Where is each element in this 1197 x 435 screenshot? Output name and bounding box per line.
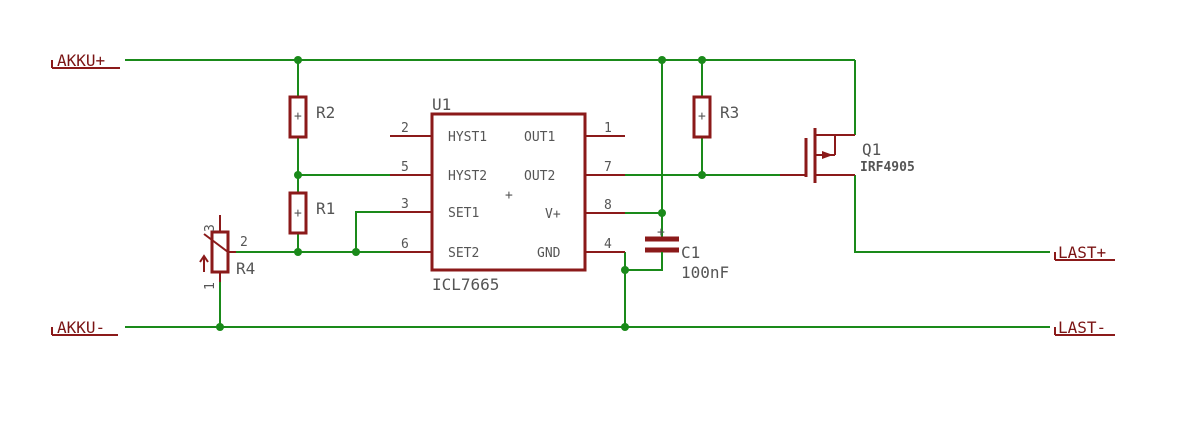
junction-dot bbox=[352, 248, 360, 256]
wire-q1-drain bbox=[854, 175, 1050, 253]
r4-pin-wiper: 2 bbox=[240, 235, 248, 250]
u1-pin-number: 8 bbox=[604, 198, 612, 213]
junctions bbox=[216, 56, 706, 331]
u1-pin-label: OUT2 bbox=[524, 169, 555, 184]
plus-mark: + bbox=[294, 109, 302, 124]
junction-dot bbox=[294, 171, 302, 179]
u1-pin-label: HYST1 bbox=[448, 130, 487, 145]
r1-body bbox=[288, 191, 308, 235]
junction-dot bbox=[621, 323, 629, 331]
r4-arrow-head bbox=[199, 254, 209, 263]
junction-dot bbox=[294, 56, 302, 64]
u1-pin-number: 1 bbox=[604, 121, 612, 136]
r3-label: R3 bbox=[720, 103, 739, 122]
wire-set1 bbox=[355, 211, 390, 252]
net-label-akku-minus: AKKU- bbox=[57, 318, 105, 337]
u1-pin-number: 7 bbox=[604, 160, 612, 175]
resistor-r1: + R1 bbox=[288, 191, 335, 235]
u1-pin-number: 4 bbox=[604, 237, 612, 252]
u1-pin-number: 6 bbox=[401, 237, 409, 252]
u1-value: ICL7665 bbox=[432, 275, 499, 294]
plus-mark: + bbox=[505, 188, 513, 203]
wires bbox=[125, 59, 1050, 328]
u1-pin-number: 3 bbox=[401, 197, 409, 212]
q1-arrow bbox=[822, 151, 833, 159]
ic-u1: U1 ICL7665 + 2 5 3 6 1 7 8 4 HYST1 HYST2… bbox=[390, 95, 625, 294]
net-label-last-minus: LAST- bbox=[1058, 318, 1106, 337]
u1-name: U1 bbox=[432, 95, 451, 114]
mosfet-q1: Q1 IRF4905 bbox=[780, 128, 915, 183]
u1-pin-label: HYST2 bbox=[448, 169, 487, 184]
q1-value: IRF4905 bbox=[860, 160, 915, 175]
junction-dot bbox=[621, 266, 629, 274]
u1-pin-label: V+ bbox=[545, 207, 561, 222]
u1-pin-label: SET2 bbox=[448, 246, 479, 261]
r4-pin-bottom: 1 bbox=[203, 282, 218, 290]
plus-mark: + bbox=[657, 225, 665, 240]
resistor-r2: + R2 bbox=[288, 95, 335, 139]
junction-dot bbox=[216, 323, 224, 331]
r3-body bbox=[692, 95, 712, 139]
r1-label: R1 bbox=[316, 199, 335, 218]
plus-mark: + bbox=[698, 109, 706, 124]
net-label-akku-plus: AKKU+ bbox=[57, 51, 105, 70]
junction-dot bbox=[698, 171, 706, 179]
plus-mark: + bbox=[294, 206, 302, 221]
r4-pin-top: 3 bbox=[203, 224, 218, 232]
r4-wiper bbox=[203, 233, 236, 253]
resistor-r3: + R3 bbox=[692, 95, 739, 139]
c1-value: 100nF bbox=[681, 263, 729, 282]
junction-dot bbox=[658, 56, 666, 64]
junction-dot bbox=[698, 56, 706, 64]
q1-name: Q1 bbox=[862, 140, 881, 159]
r4-body bbox=[210, 230, 230, 274]
junction-dot bbox=[294, 248, 302, 256]
r4-label: R4 bbox=[236, 259, 255, 278]
c1-name: C1 bbox=[681, 243, 700, 262]
net-labels: AKKU+ AKKU- LAST+ LAST- bbox=[51, 51, 1115, 337]
net-label-last-plus: LAST+ bbox=[1058, 243, 1106, 262]
u1-body bbox=[430, 112, 587, 272]
u1-pin-label: GND bbox=[537, 246, 561, 261]
u1-pin-number: 2 bbox=[401, 121, 409, 136]
potentiometer-r4: 3 2 1 R4 bbox=[199, 215, 255, 290]
r2-label: R2 bbox=[316, 103, 335, 122]
u1-pin-label: SET1 bbox=[448, 206, 479, 221]
capacitor-c1: + C1 100nF bbox=[645, 213, 729, 282]
wire-c1-bottom bbox=[625, 255, 663, 271]
u1-pin-number: 5 bbox=[401, 160, 409, 175]
r2-body bbox=[288, 95, 308, 139]
u1-pin-label: OUT1 bbox=[524, 130, 555, 145]
